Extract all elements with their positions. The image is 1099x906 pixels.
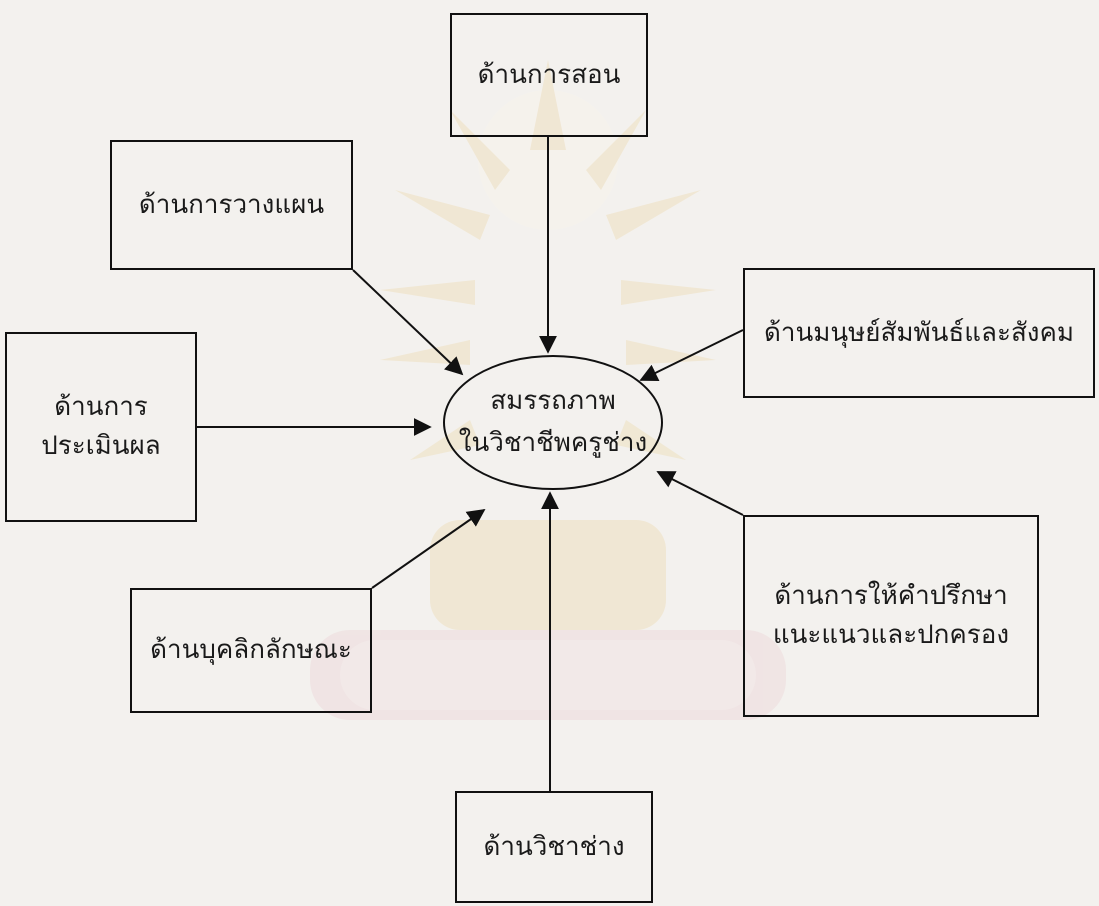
node-technical: ด้านวิชาช่าง	[455, 791, 653, 903]
node-evaluation-label-line2: ประเมินผล	[41, 431, 161, 461]
center-ellipse: สมรรถภาพ ในวิชาชีพครูช่าง	[443, 355, 663, 490]
node-evaluation: ด้านการ ประเมินผล	[5, 332, 197, 522]
arrow-personality	[371, 508, 486, 589]
node-counseling: ด้านการให้คำปรึกษา แนะแนวและปกครอง	[743, 515, 1039, 717]
node-human-relations-label: ด้านมนุษย์สัมพันธ์และสังคม	[763, 317, 1075, 348]
arrow-human-relations	[639, 329, 744, 381]
node-personality-label: ด้านบุคลิกลักษณะ	[150, 635, 352, 665]
center-label-line1: สมรรถภาพ	[490, 385, 616, 416]
center-label-line2: ในวิชาชีพครูช่าง	[458, 427, 648, 458]
node-counseling-label-line1: ด้านการให้คำปรึกษา	[774, 581, 1008, 611]
node-teaching-label: ด้านการสอน	[477, 59, 621, 90]
node-counseling-label-line2: แนะแนวและปกครอง	[772, 620, 1010, 650]
node-teaching: ด้านการสอน	[450, 13, 648, 137]
arrow-planning	[352, 269, 464, 376]
node-technical-label: ด้านวิชาช่าง	[483, 831, 625, 862]
node-planning-label: ด้านการวางแผน	[138, 189, 325, 220]
node-planning: ด้านการวางแผน	[110, 140, 353, 270]
arrow-counseling	[656, 471, 744, 516]
node-human-relations: ด้านมนุษย์สัมพันธ์และสังคม	[743, 268, 1095, 398]
node-evaluation-label-line1: ด้านการ	[54, 392, 148, 422]
node-personality: ด้านบุคลิกลักษณะ	[130, 588, 372, 713]
